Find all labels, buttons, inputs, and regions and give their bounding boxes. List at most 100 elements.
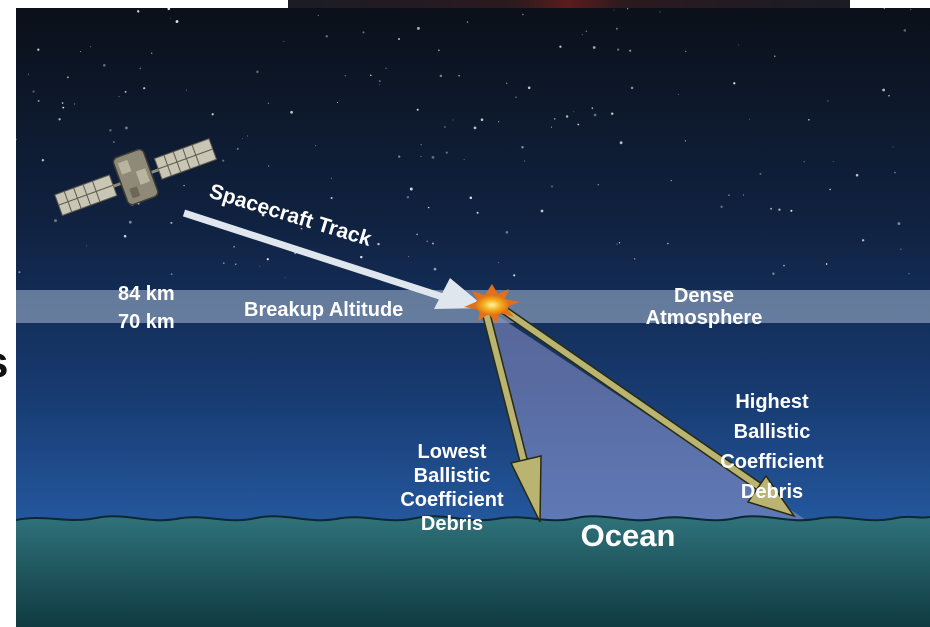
star xyxy=(185,89,187,91)
star xyxy=(439,74,443,78)
star xyxy=(18,271,21,274)
star xyxy=(325,35,328,38)
star xyxy=(175,20,179,23)
star xyxy=(469,196,473,200)
star xyxy=(123,234,127,238)
star xyxy=(629,49,632,52)
spacecraft-track-arrow xyxy=(182,209,486,309)
star xyxy=(770,207,773,210)
star xyxy=(565,115,569,118)
star xyxy=(211,113,214,116)
star xyxy=(409,187,413,191)
star xyxy=(235,263,237,265)
lowest-debris-label: Lowest Ballistic Coefficient Debris xyxy=(400,441,504,535)
star xyxy=(420,155,422,157)
star xyxy=(832,161,834,162)
star xyxy=(416,233,418,236)
star xyxy=(659,11,661,13)
star xyxy=(613,9,615,11)
star xyxy=(738,44,740,46)
ocean-surface xyxy=(16,516,930,627)
star xyxy=(427,206,430,209)
star xyxy=(360,255,363,259)
star xyxy=(551,185,553,188)
star xyxy=(256,70,259,74)
star xyxy=(678,93,679,95)
star xyxy=(27,73,29,75)
star xyxy=(684,140,687,142)
star xyxy=(385,67,387,70)
star xyxy=(581,34,583,36)
star xyxy=(829,188,831,191)
star xyxy=(139,67,142,70)
star xyxy=(772,272,775,276)
star xyxy=(113,141,115,143)
star xyxy=(617,48,620,51)
star xyxy=(626,8,629,10)
star xyxy=(61,102,64,104)
star xyxy=(16,138,17,141)
star xyxy=(167,8,171,11)
star xyxy=(266,258,269,261)
star xyxy=(803,161,805,163)
star xyxy=(151,52,153,54)
star xyxy=(827,100,829,102)
star-field xyxy=(16,8,912,279)
star xyxy=(41,159,45,162)
star xyxy=(80,51,81,53)
star xyxy=(630,86,634,90)
star xyxy=(883,8,886,10)
star xyxy=(585,30,588,33)
star xyxy=(900,248,902,250)
star xyxy=(521,145,524,149)
star xyxy=(498,262,500,264)
star xyxy=(73,103,76,105)
star xyxy=(790,209,793,212)
star xyxy=(431,242,435,245)
star xyxy=(685,50,687,52)
star xyxy=(416,26,420,30)
star xyxy=(315,145,317,147)
explosion-icon xyxy=(464,284,520,324)
star xyxy=(90,46,92,48)
star xyxy=(527,86,531,90)
star xyxy=(406,195,410,199)
star xyxy=(66,76,69,79)
star xyxy=(242,137,244,139)
star xyxy=(463,158,465,160)
star xyxy=(774,55,776,57)
star xyxy=(247,135,249,137)
star xyxy=(888,94,890,97)
star xyxy=(861,239,865,242)
star xyxy=(515,96,517,98)
lowest-debris-arrow xyxy=(481,311,542,523)
star xyxy=(330,196,333,200)
cropped-text-fragment: s xyxy=(0,342,16,382)
star xyxy=(398,155,401,158)
altitude-70km-label: 70 km xyxy=(118,311,175,333)
star xyxy=(58,118,61,121)
star xyxy=(379,84,380,85)
star xyxy=(124,126,128,130)
star xyxy=(513,274,516,277)
star xyxy=(223,262,225,264)
lowest-line-2: Ballistic xyxy=(414,465,491,487)
star xyxy=(37,99,40,102)
star xyxy=(619,141,623,145)
star xyxy=(169,17,171,19)
reentry-diagram: Spacecraft Track 84 km 70 km Breakup Alt… xyxy=(16,8,930,627)
star xyxy=(593,113,597,117)
star xyxy=(62,106,65,109)
star xyxy=(222,159,225,162)
star xyxy=(553,118,556,120)
star xyxy=(670,179,672,182)
star xyxy=(378,80,381,83)
star xyxy=(431,156,435,159)
star xyxy=(143,87,146,90)
highest-debris-label: Highest Ballistic Coefficient Debris xyxy=(720,391,824,503)
star xyxy=(136,10,140,13)
highest-line-2: Ballistic xyxy=(734,421,811,443)
star xyxy=(742,194,745,196)
star xyxy=(370,74,372,77)
star xyxy=(550,126,552,128)
